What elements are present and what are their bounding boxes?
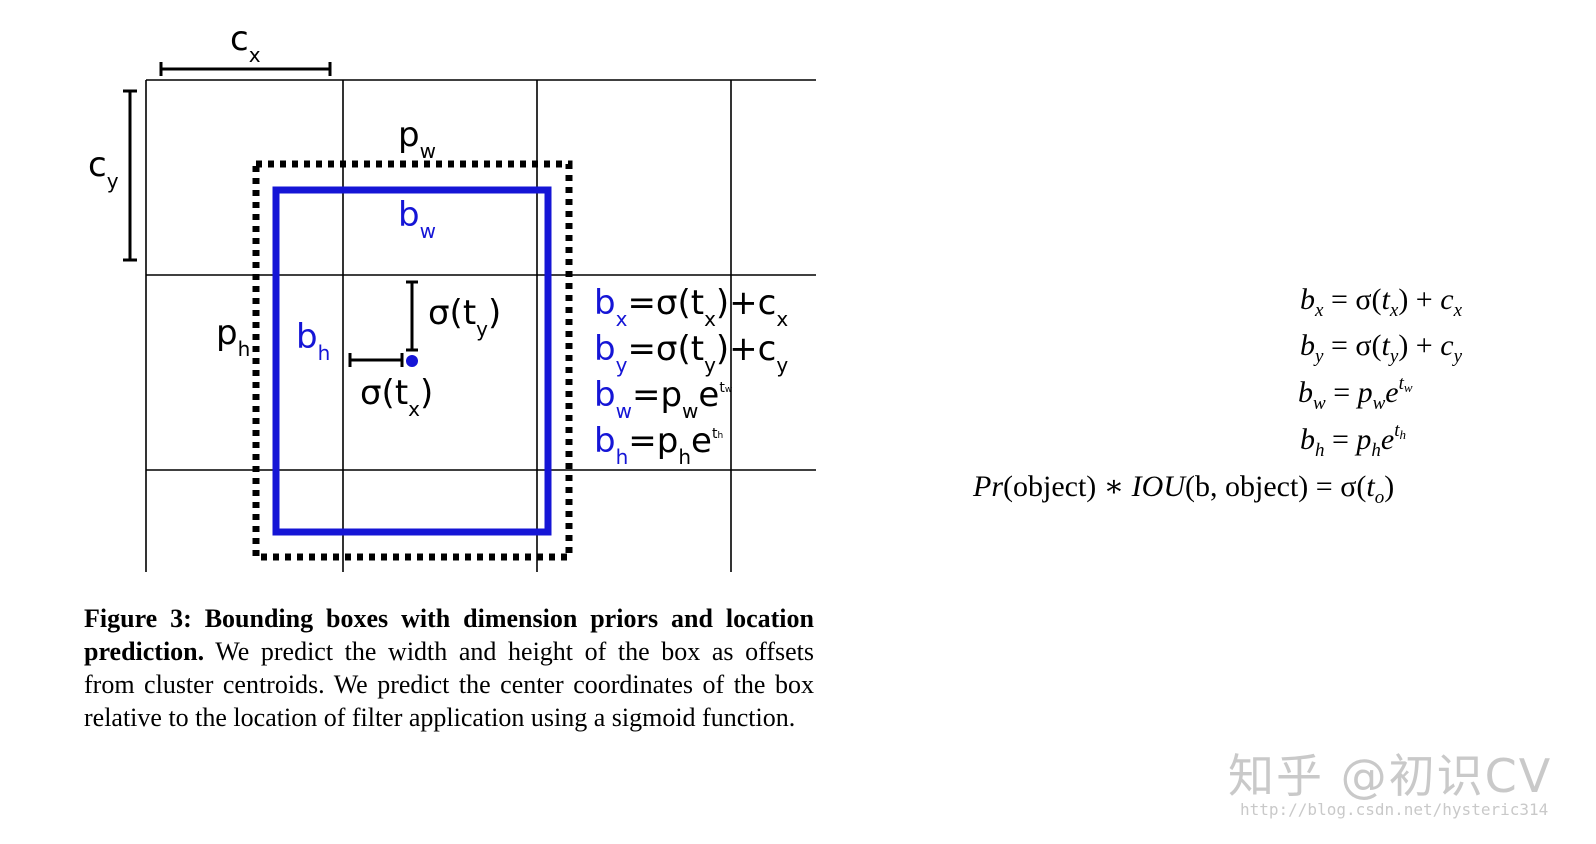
- cy-label: cy: [88, 145, 119, 193]
- figure-caption: Figure 3: Bounding boxes with dimension …: [84, 602, 814, 734]
- ph-label: ph: [216, 313, 251, 361]
- diagram-eq-bx: bx=σ(tx)+cx: [594, 283, 789, 331]
- bw-label: bw: [398, 195, 436, 243]
- pw-label: pw: [398, 115, 436, 163]
- watermark-url: http://blog.csdn.net/hysteric314: [1240, 800, 1549, 819]
- sigma-ty-label: σ(ty): [428, 293, 502, 341]
- diagram-eq-by: by=σ(ty)+cy: [594, 329, 789, 377]
- bh-label: bh: [296, 317, 331, 365]
- caption-title: Figure 3: Bounding boxes with dimension …: [84, 604, 814, 666]
- bounding-box-diagram: [123, 62, 816, 572]
- formula-bx: bx = σ(tx) + cx: [1300, 283, 1462, 321]
- watermark-text: 知乎 @初识CV: [1228, 749, 1553, 803]
- sigma-ty-bar: [406, 280, 418, 352]
- diagram-eq-bw: bw=pwetw: [594, 375, 733, 423]
- prior-box: [252, 160, 573, 561]
- predicted-box: [272, 186, 552, 536]
- caption-body: We predict the width and height of the b…: [84, 637, 814, 732]
- formula-by: by = σ(ty) + cy: [1300, 329, 1462, 367]
- sigma-tx-bar: [348, 353, 404, 367]
- formula-bw: bw = pwetw: [1298, 373, 1413, 414]
- cy-dimension-bar: [123, 89, 137, 262]
- diagram-eq-bh: bh=pheth: [594, 421, 724, 469]
- formula-bh: bh = pheth: [1300, 420, 1407, 461]
- cx-dimension-bar: [159, 62, 332, 76]
- sigma-tx-label: σ(tx): [360, 373, 434, 421]
- cx-label: cx: [230, 19, 261, 67]
- formula-objectness: Pr(object) ∗ IOU(b, object) = σ(to): [973, 470, 1395, 508]
- box-center-dot: [406, 355, 418, 367]
